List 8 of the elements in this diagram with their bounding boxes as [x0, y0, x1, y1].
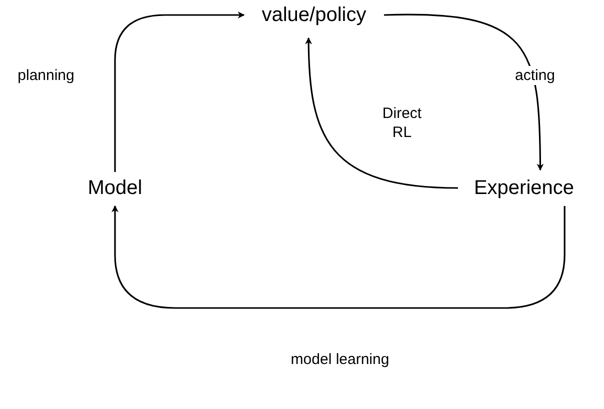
curved-arrow: [114, 12, 245, 172]
curved-arrow: [384, 14, 544, 171]
node-label: value/policy: [246, 0, 382, 30]
curved-arrow: [305, 37, 458, 189]
curved-arrow: [112, 205, 566, 309]
node-label: Model: [78, 172, 152, 204]
edge-label: model learning: [290, 350, 390, 369]
node-label: Experience: [466, 172, 582, 204]
